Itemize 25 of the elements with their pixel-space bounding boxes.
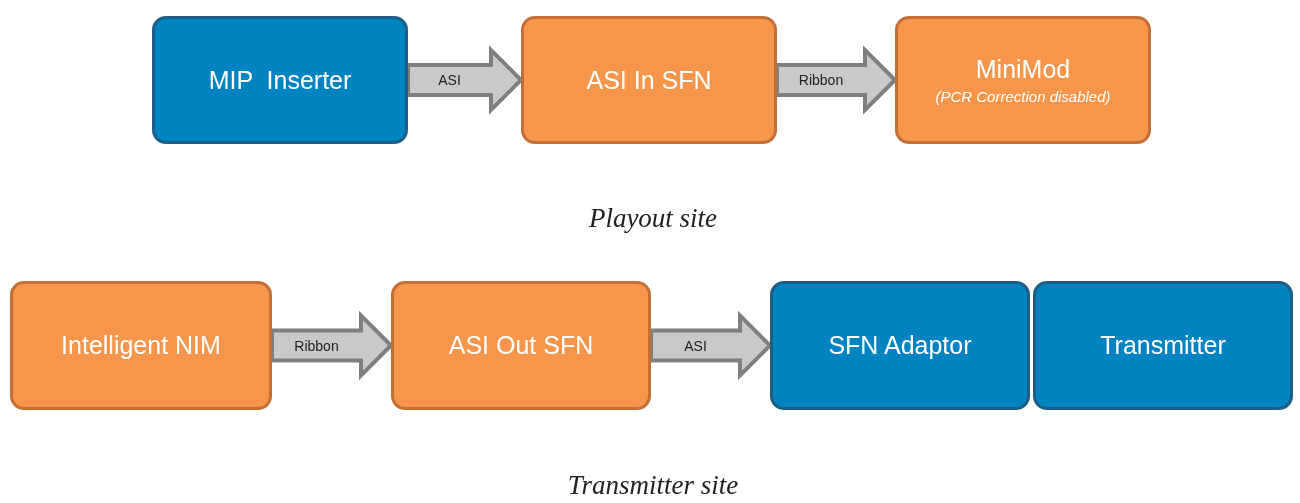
block-arrow bbox=[649, 310, 773, 381]
box-title: Transmitter bbox=[1100, 331, 1226, 360]
process-box bbox=[391, 281, 651, 410]
process-box bbox=[895, 16, 1151, 144]
edge-label: ASI bbox=[438, 72, 461, 88]
process-box bbox=[521, 16, 777, 144]
box-title: MiniMod bbox=[975, 55, 1071, 84]
process-box bbox=[1033, 281, 1293, 410]
process-box bbox=[152, 16, 408, 144]
box-title: SFN Adaptor bbox=[828, 331, 972, 360]
site-caption: Playout site bbox=[588, 203, 718, 234]
box-note: (PCR Correction disabled) bbox=[935, 88, 1111, 105]
block-arrow bbox=[270, 310, 394, 381]
process-box bbox=[10, 281, 272, 410]
box-title: MIP Inserter bbox=[208, 65, 352, 95]
box-title: ASI In SFN bbox=[586, 65, 712, 95]
edge-label: Ribbon bbox=[798, 72, 844, 88]
edge-label: Ribbon bbox=[294, 337, 339, 354]
site-caption: Transmitter site bbox=[567, 470, 739, 501]
process-box bbox=[770, 281, 1030, 410]
box-title: Intelligent NIM bbox=[61, 331, 221, 360]
block-arrow bbox=[775, 45, 898, 115]
block-arrow bbox=[406, 45, 524, 115]
edge-label: ASI bbox=[684, 337, 707, 354]
box-title: ASI Out SFN bbox=[448, 331, 594, 360]
